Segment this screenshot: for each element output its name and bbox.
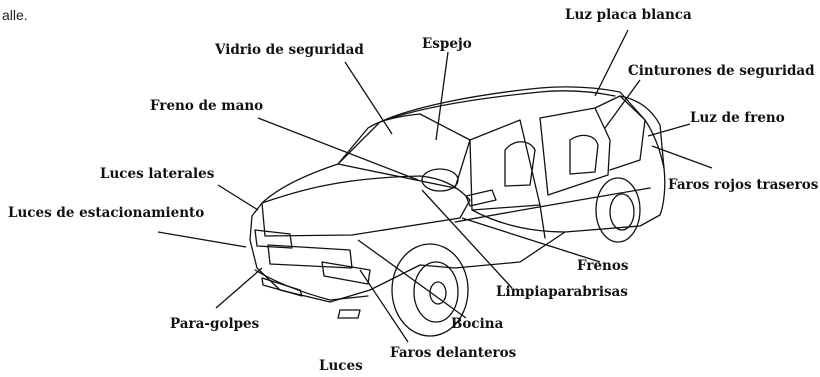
label-luces-laterales: Luces laterales [100, 166, 215, 182]
leader-bocina [357, 239, 467, 319]
label-cinturones-de-seguridad: Cinturones de seguridad [628, 63, 815, 79]
label-luz-placa-blanca: Luz placa blanca [565, 7, 692, 23]
leader-luz-placa-blanca [594, 29, 629, 97]
leader-luces-de-estacionamiento [157, 231, 247, 248]
label-espejo: Espejo [422, 36, 472, 52]
car-hood-line [261, 175, 471, 237]
car-lower-lamp [337, 309, 361, 319]
label-faros-delanteros: Faros delanteros [390, 345, 517, 361]
leader-faros-rojos-traseros [651, 145, 713, 169]
car-c-pillar [594, 95, 646, 171]
car-roofline [379, 90, 616, 123]
car-steering-wheel [421, 168, 459, 192]
label-luces-de-estacionamiento: Luces de estacionamiento [8, 205, 205, 221]
leader-cinturones [604, 79, 641, 129]
leader-frenos [461, 217, 601, 263]
leader-vidrio-de-seguridad [344, 61, 393, 135]
car-grille [267, 244, 353, 269]
car-side-mirror [465, 189, 497, 207]
label-bocina: Bocina [451, 316, 504, 332]
car-trunk [619, 95, 665, 169]
cut-off-text-fragment: alle. [2, 7, 28, 23]
car-door-line [471, 209, 566, 233]
label-luz-de-freno: Luz de freno [690, 110, 785, 126]
leader-para-golpes [215, 267, 263, 309]
leader-luces-laterales [217, 184, 259, 211]
car-rear-window [539, 107, 611, 196]
car-side-crease [454, 187, 651, 223]
label-para-golpes: Para-golpes [170, 316, 260, 332]
leader-luz-de-freno [647, 123, 691, 137]
car-rear-seat [569, 134, 599, 175]
leader-freno-de-mano [257, 117, 419, 181]
car-front-wheel [391, 243, 469, 337]
car-fog-vent [261, 277, 303, 297]
label-faros-rojos-traseros: Faros rojos traseros [668, 177, 819, 193]
car-seat [504, 141, 536, 187]
leader-limpiaparabrisas [421, 189, 513, 289]
car-left-headlamp [254, 229, 293, 249]
label-frenos: Frenos [577, 258, 629, 274]
label-limpiaparabrisas: Limpiaparabrisas [496, 284, 628, 300]
label-vidrio-de-seguridad: Vidrio de seguridad [215, 42, 364, 58]
car-rear-wheel [595, 177, 641, 243]
label-freno-de-mano: Freno de mano [150, 98, 264, 114]
car-door-split [539, 204, 546, 239]
leader-faros-delanteros [359, 269, 409, 343]
car-right-headlamp [321, 261, 371, 285]
leader-espejo [435, 51, 449, 141]
car-windshield [337, 113, 471, 189]
label-luces: Luces [319, 358, 363, 374]
